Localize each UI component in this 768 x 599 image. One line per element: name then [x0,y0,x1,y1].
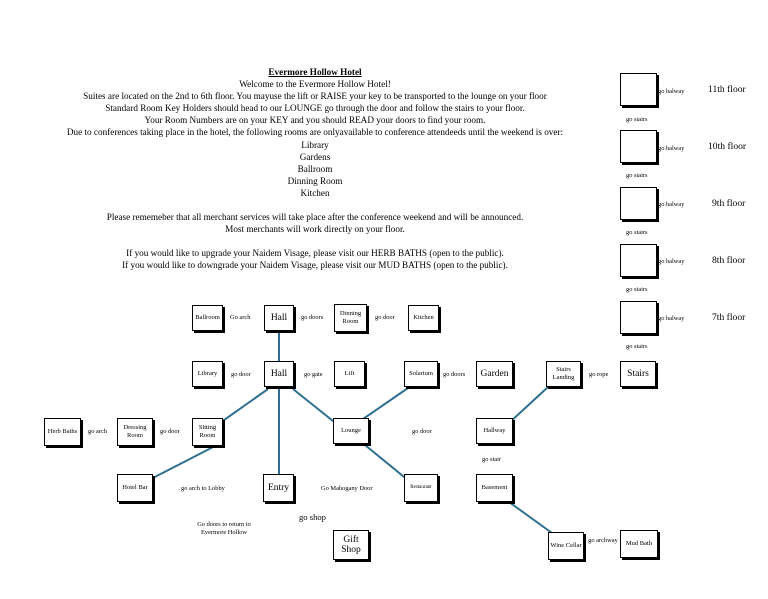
room-stairs-landing[interactable]: Stairs Landing [546,361,581,387]
hotel-title: Evermore Hollow Hotel [268,67,362,77]
connector-hallway-landing [508,386,549,424]
room-dining[interactable]: Dinning Room [334,304,367,332]
room-ballroom[interactable]: Ballroom [192,305,223,331]
connector-lounge-restaurant [364,444,410,482]
notice-line: If you would like to downgrade your Naid… [122,260,508,271]
floor-7-room[interactable] [620,301,657,334]
link-go-door-kitchen[interactable]: go door [375,314,395,321]
room-entry[interactable]: Entry [263,474,294,502]
notice-line: Your Room Numbers are on your KEY and yo… [144,115,486,126]
hotel-notice: Evermore Hollow Hotel Welcome to the Eve… [40,66,590,271]
room-hall-mid[interactable]: Hall [264,361,294,387]
link-go-rope[interactable]: go rope [589,371,609,378]
link-go-doors-return[interactable]: Go doors to return to Evermore Hollow [197,521,251,536]
room-hallway[interactable]: Hallway [476,418,513,444]
go-hallway-11[interactable]: go halway [658,88,685,95]
go-stairs-11[interactable]: go stairs [626,116,648,123]
go-stairs-8[interactable]: go stairs [626,286,648,293]
room-mud-bath[interactable]: Mud Bath [620,530,658,558]
go-hallway-8[interactable]: go halway [658,258,685,265]
notice-line: Standard Room Key Holders should head to… [105,103,525,114]
link-go-shop[interactable]: go shop [299,512,326,522]
notice-line: Welcome to the Evermore Hollow Hotel! [239,79,391,90]
room-dressing[interactable]: Dressing Room [117,418,153,446]
notice-line: Suites are located on the 2nd to 6th flo… [83,91,547,102]
room-kitchen[interactable]: Kitchen [408,305,439,331]
floor-11-label: 11th floor [708,84,746,95]
floor-9-label: 9th floor [712,198,746,209]
go-hallway-9[interactable]: go halway [658,201,685,208]
room-restaurant[interactable]: Restaurant [404,474,438,502]
floor-10-label: 10th floor [708,141,747,152]
room-hall-top[interactable]: Hall [264,305,294,331]
floor-7-label: 7th floor [712,312,746,323]
restricted-room: Library [301,139,329,150]
notice-line: If you would like to upgrade your Naidem… [126,248,504,259]
link-go-arch-lobby[interactable]: go arch to Lobby [181,485,225,492]
link-go-door-dressing[interactable]: go door [160,428,180,435]
room-sitting[interactable]: Sitting Room [192,418,223,446]
link-go-doors-garden[interactable]: go doors [443,371,466,378]
room-stairs[interactable]: Stairs [620,361,656,387]
floor-8-room[interactable] [620,244,657,277]
restricted-room: Kitchen [300,187,330,198]
room-hotel-bar[interactable]: Hotel Bar [117,474,153,502]
link-go-gate[interactable]: go gate [304,371,323,378]
floor-10-room[interactable] [620,130,657,163]
go-stairs-10[interactable]: go stairs [626,172,648,179]
room-lounge[interactable]: Lounge [333,418,369,444]
room-basement[interactable]: Basement [476,474,513,502]
room-library[interactable]: Library [192,361,223,387]
floor-8-label: 8th floor [712,255,746,266]
room-solarium[interactable]: Solarium [404,361,438,387]
link-go-stair[interactable]: go stair [482,456,501,463]
restricted-room: Dinning Room [287,175,343,186]
link-go-doors-dining[interactable]: go doors [301,314,324,321]
connector-sitting-bar [146,444,218,482]
link-go-arch[interactable]: Go arch [230,314,251,321]
room-wine-cellar[interactable]: Wine Cellar [548,532,584,560]
room-lift[interactable]: Lift [334,361,365,387]
connector-hall-lounge [292,388,339,426]
link-go-door-library[interactable]: go door [231,371,251,378]
room-herb-baths[interactable]: Herb Baths [44,418,81,446]
restricted-room: Ballroom [297,163,333,174]
floor-11-room[interactable] [620,73,657,106]
notice-line: Most merchants will work directly on you… [225,224,405,235]
connector-basement-cellar [508,501,553,534]
room-gift-shop[interactable]: Gift Shop [333,530,369,560]
link-go-mahogany[interactable]: Go Mahogany Door [321,485,373,492]
go-stairs-9[interactable]: go stairs [626,229,648,236]
room-garden[interactable]: Garden [476,361,513,387]
connector-lounge-solarium [362,387,409,420]
link-go-door-lounge[interactable]: go door [412,428,432,435]
restricted-room: Gardens [299,151,331,162]
go-hallway-7[interactable]: go halway [658,315,685,322]
link-go-archway[interactable]: go archway [588,537,618,544]
notice-line: Due to conferences taking place in the h… [66,127,564,138]
floor-9-room[interactable] [620,187,657,220]
go-stairs-7[interactable]: go stairs [626,343,648,350]
notice-line: Please rememeber that all merchant servi… [106,212,524,223]
go-hallway-10[interactable]: go halway [658,145,685,152]
link-go-arch-herb[interactable]: go arch [88,428,107,435]
connector-hall-sitting [216,388,269,426]
